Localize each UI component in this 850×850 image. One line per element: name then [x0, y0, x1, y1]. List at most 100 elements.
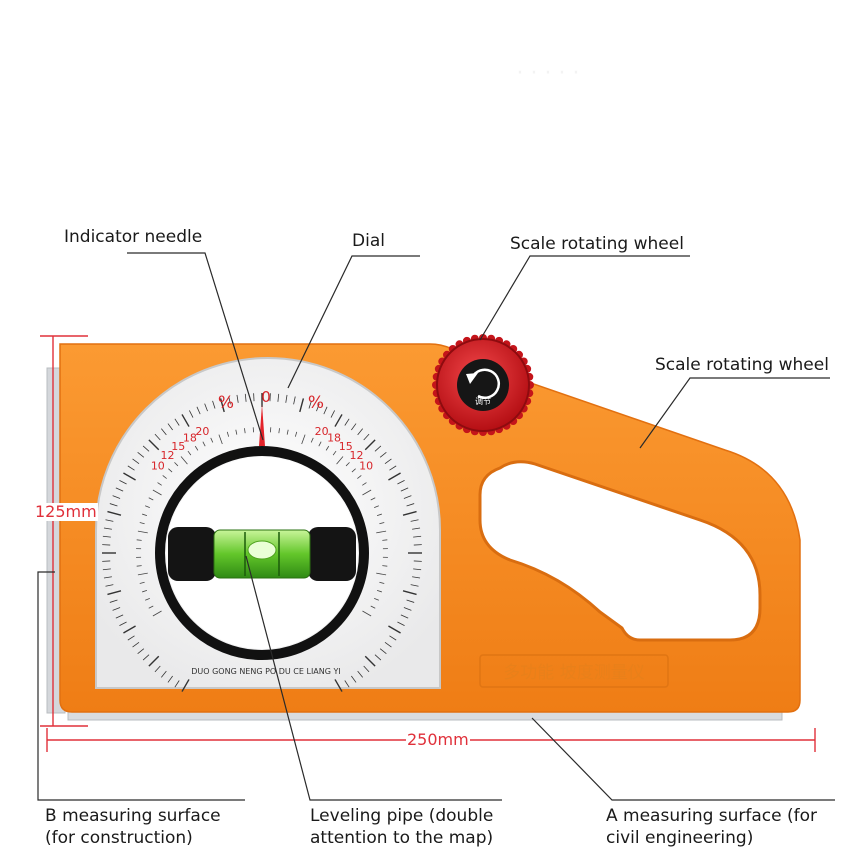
dial-tick: [364, 655, 376, 667]
percent-label: 18: [183, 432, 197, 445]
dial-tick: [142, 445, 150, 452]
dial-tick: [167, 675, 173, 683]
dial-inner-tick: [370, 605, 376, 609]
dial-tick: [412, 576, 421, 579]
dial-tick: [132, 458, 140, 464]
dial-inner-tick: [157, 482, 162, 486]
dial-tick: [137, 451, 145, 458]
label-scale-wheel-right: Scale rotating wheel: [655, 355, 829, 375]
label-a-surface-line1: A measuring surface (for: [606, 806, 818, 826]
dial-inner-tick: [168, 468, 173, 473]
dial-inner-tick: [202, 441, 206, 447]
label-dial: Dial: [352, 231, 385, 251]
dial-inner-tick: [136, 539, 142, 541]
dial-tick: [115, 614, 124, 619]
dial-tick: [402, 510, 417, 516]
dial-tick: [132, 642, 140, 648]
dial-inner-tick: [376, 572, 387, 576]
dial-inner-tick: [362, 610, 372, 617]
dial-tick: [103, 527, 112, 530]
dial-inner-tick: [345, 462, 350, 467]
dial-inner-tick: [294, 431, 298, 437]
dial-inner-tick: [362, 482, 367, 486]
dial-inner-tick: [370, 497, 376, 501]
dial-tick: [344, 680, 350, 688]
dial-tick: [323, 406, 328, 415]
dial-tick: [119, 480, 127, 485]
dial-tick: [413, 535, 422, 538]
dial-tick: [148, 655, 160, 667]
dial-tick: [388, 472, 401, 481]
percent-label: 15: [339, 440, 353, 453]
dial-tick: [410, 519, 419, 522]
dial-inner-tick: [235, 429, 238, 435]
dial-tick: [102, 535, 111, 538]
dial-inner-tick: [194, 445, 199, 451]
dial-tick: [154, 665, 161, 673]
dial-tick: [357, 670, 364, 678]
dial-tick: [115, 487, 124, 492]
dial-inner-tick: [148, 497, 154, 501]
dial-tick: [334, 414, 343, 427]
dial-tick: [212, 400, 216, 409]
dial-inner-tick: [362, 489, 372, 496]
width-dimension-label: 250mm: [406, 730, 470, 749]
inner-ring: [155, 446, 369, 660]
dial-tick: [236, 394, 239, 403]
dial-inner-tick: [136, 565, 142, 567]
dial-tick: [112, 495, 121, 499]
dial-inner-tick: [382, 565, 388, 567]
dial-tick: [379, 648, 387, 655]
dial-tick: [379, 451, 387, 458]
dial-tick: [244, 393, 247, 402]
dial-tick: [105, 584, 114, 587]
dial-inner-tick: [152, 610, 162, 617]
leader-scale-wheel-top: [479, 255, 690, 341]
dial-inner-tick: [379, 581, 385, 584]
percent-label: 10: [359, 460, 373, 473]
tube-cap-left: [168, 527, 216, 581]
dial-inner-tick: [351, 468, 356, 473]
dial-tick: [406, 599, 415, 603]
dial-inner-tick: [357, 475, 362, 479]
dial-tick: [181, 414, 190, 427]
dial-tick: [137, 648, 145, 655]
dial-tick: [154, 433, 161, 441]
dial-inner-tick: [376, 590, 382, 593]
dial-tick: [160, 428, 167, 436]
dial-tick: [374, 654, 382, 661]
dial-tick: [357, 428, 364, 436]
height-dimension-label: 125mm: [34, 502, 98, 521]
dial-inner-tick: [336, 456, 344, 465]
dial-inner-tick: [145, 505, 150, 509]
dial-tick: [406, 503, 415, 507]
body-label-frame: [479, 654, 669, 688]
dial-inner-tick: [137, 572, 148, 576]
dial-tick: [403, 495, 412, 499]
percent-label: 15: [171, 440, 185, 453]
dial-inner-tick: [332, 450, 337, 456]
dial-tick: [105, 519, 114, 522]
watermark: · · · · ·: [517, 61, 580, 86]
dial-inscription: DUO GONG NENG PO DU CE LIANG YI: [191, 667, 341, 676]
dial-tick: [103, 576, 112, 579]
dial-tick: [363, 665, 370, 673]
dial-tick: [109, 503, 118, 507]
leader-indicator-needle: [127, 252, 264, 441]
dial-inner-tick: [145, 597, 150, 601]
dial-inner-tick: [142, 513, 148, 516]
body-label: 多功能 坡度测量仪: [503, 663, 644, 683]
dial-tick: [397, 480, 405, 485]
dial-tick: [410, 584, 419, 587]
dial-inner-tick: [244, 428, 246, 434]
label-b-surface-line2: (for construction): [45, 828, 193, 848]
dial-inner-tick: [210, 437, 214, 443]
dial-tick: [397, 621, 405, 626]
dial-inner-tick: [376, 530, 387, 534]
dial-tick: [228, 396, 231, 405]
dial-inner-tick: [174, 462, 179, 467]
dial-tick: [308, 400, 312, 409]
dial-inner-tick: [286, 429, 289, 435]
